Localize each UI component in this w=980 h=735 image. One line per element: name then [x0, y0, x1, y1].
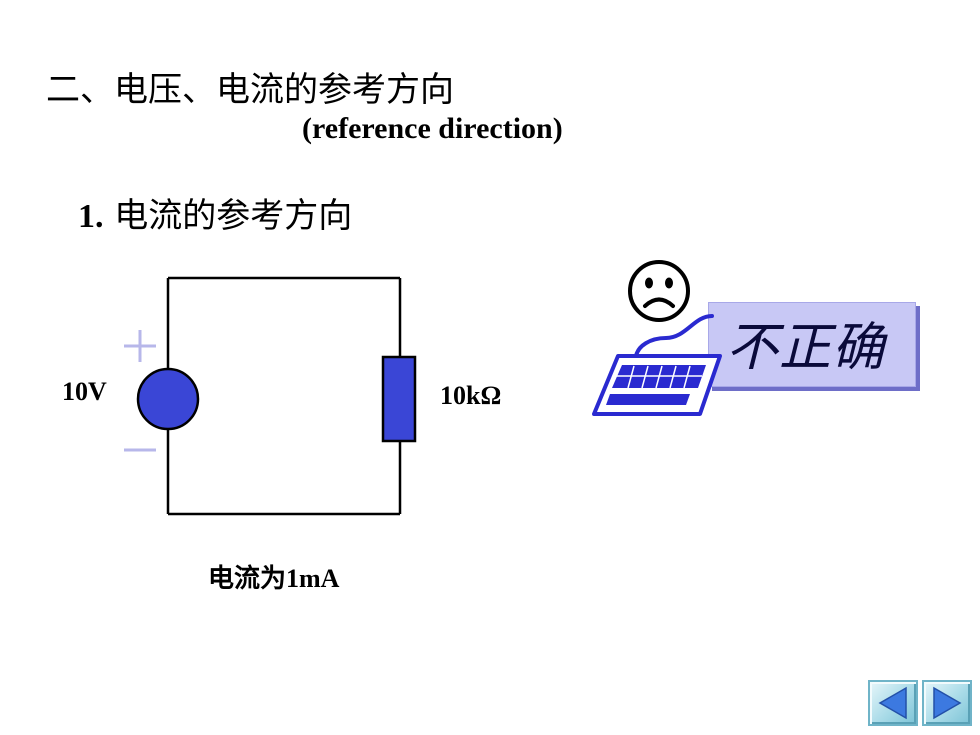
voltage-label: 10V: [62, 377, 107, 406]
triangle-right-icon: [933, 686, 962, 720]
keyboard-cable-icon: [634, 314, 714, 358]
keyboard-icon: [592, 354, 722, 416]
next-button[interactable]: [922, 680, 972, 726]
section-title: 电流的参考方向: [103, 196, 353, 236]
caption-value: 1mA: [286, 564, 340, 593]
previous-button[interactable]: [868, 680, 918, 726]
sad-face-icon: [628, 260, 690, 322]
section-heading: 1. 电流的参考方向: [78, 188, 352, 237]
voltage-source-icon: [136, 367, 200, 431]
resistor-icon: [381, 355, 417, 443]
feedback-text: 不正确: [726, 318, 886, 378]
slide-subtitle: (reference direction): [302, 112, 563, 145]
plus-sign-icon: [124, 330, 156, 362]
section-number: 1.: [78, 198, 104, 235]
current-caption: 电流为1mA: [208, 558, 339, 595]
resistance-label: 10kΩ: [440, 381, 502, 410]
slide-title: 二、电压、电流的参考方向: [46, 70, 454, 110]
feedback-box: [708, 302, 916, 387]
caption-prefix: 电流为: [208, 564, 287, 594]
triangle-left-icon: [878, 686, 907, 720]
